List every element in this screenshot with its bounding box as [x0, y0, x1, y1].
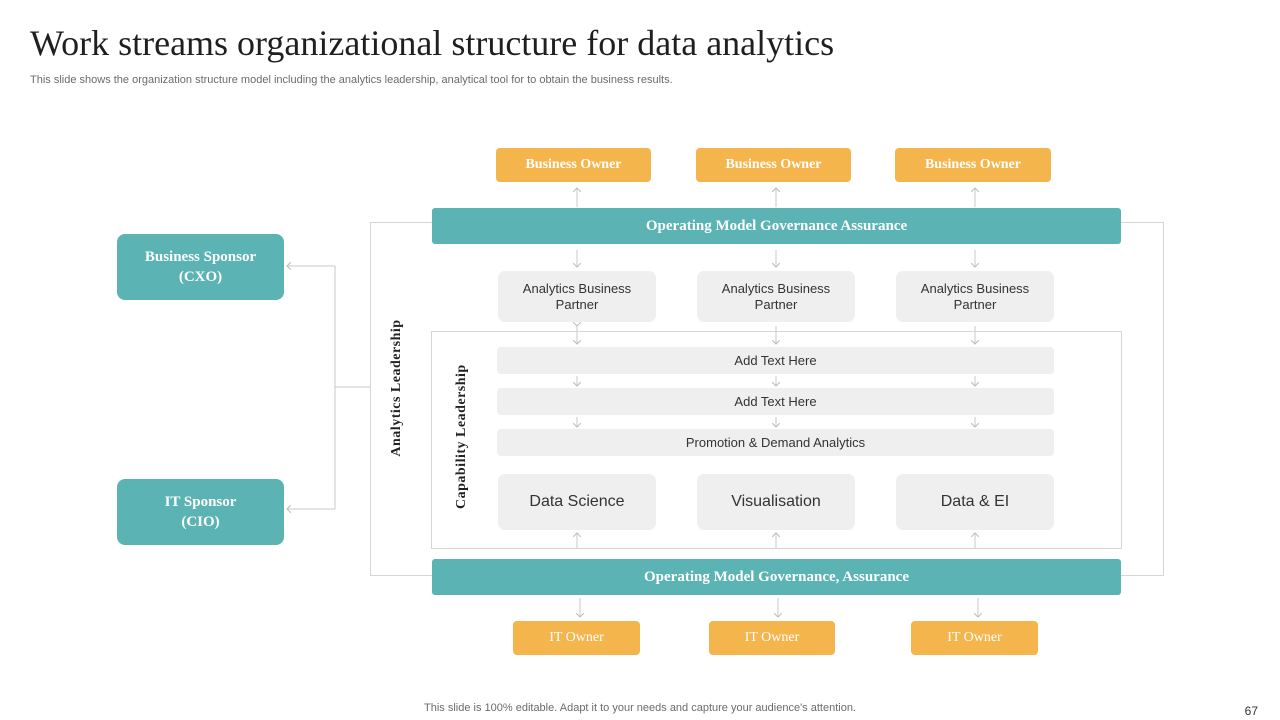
business-sponsor-title: Business Sponsor — [144, 249, 257, 265]
capability-leadership-frame — [431, 331, 1122, 549]
business-owner-box: Business Owner — [496, 148, 651, 182]
capability-leadership-label: Capability Leadership — [454, 364, 469, 509]
it-sponsor-box: IT Sponsor (CIO) — [117, 479, 284, 545]
analytics-leadership-label: Analytics Leadership — [389, 319, 404, 457]
capability-row: Add Text Here — [497, 347, 1054, 374]
capability-row: Add Text Here — [497, 388, 1054, 415]
it-sponsor-role: (CIO) — [181, 514, 220, 530]
capability-box-data-science: Data Science — [498, 474, 656, 530]
partner-label: Analytics Business — [920, 280, 1030, 296]
it-sponsor-title: IT Sponsor — [164, 494, 237, 510]
partner-label: Partner — [555, 296, 599, 312]
business-sponsor-box: Business Sponsor (CXO) — [117, 234, 284, 300]
governance-bar-top: Operating Model Governance Assurance — [432, 208, 1121, 244]
footer-note: This slide is 100% editable. Adapt it to… — [424, 702, 856, 714]
capability-box-visualisation: Visualisation — [697, 474, 855, 530]
page-subtitle: This slide shows the organization struct… — [30, 74, 673, 86]
capability-row: Promotion & Demand Analytics — [497, 429, 1054, 456]
partner-label: Analytics Business — [721, 280, 831, 296]
page-title: Work streams organizational structure fo… — [30, 23, 835, 63]
business-owner-box: Business Owner — [696, 148, 851, 182]
governance-bar-bottom: Operating Model Governance, Assurance — [432, 559, 1121, 595]
page-number: 67 — [1244, 704, 1258, 718]
business-sponsor-role: (CXO) — [178, 269, 223, 285]
partner-label: Analytics Business — [522, 280, 632, 296]
it-owner-box: IT Owner — [911, 621, 1038, 655]
partner-label: Partner — [754, 296, 798, 312]
it-owner-box: IT Owner — [513, 621, 640, 655]
business-owner-box: Business Owner — [895, 148, 1051, 182]
capability-box-data-ei: Data & EI — [896, 474, 1054, 530]
partner-label: Partner — [953, 296, 997, 312]
it-owner-box: IT Owner — [709, 621, 835, 655]
